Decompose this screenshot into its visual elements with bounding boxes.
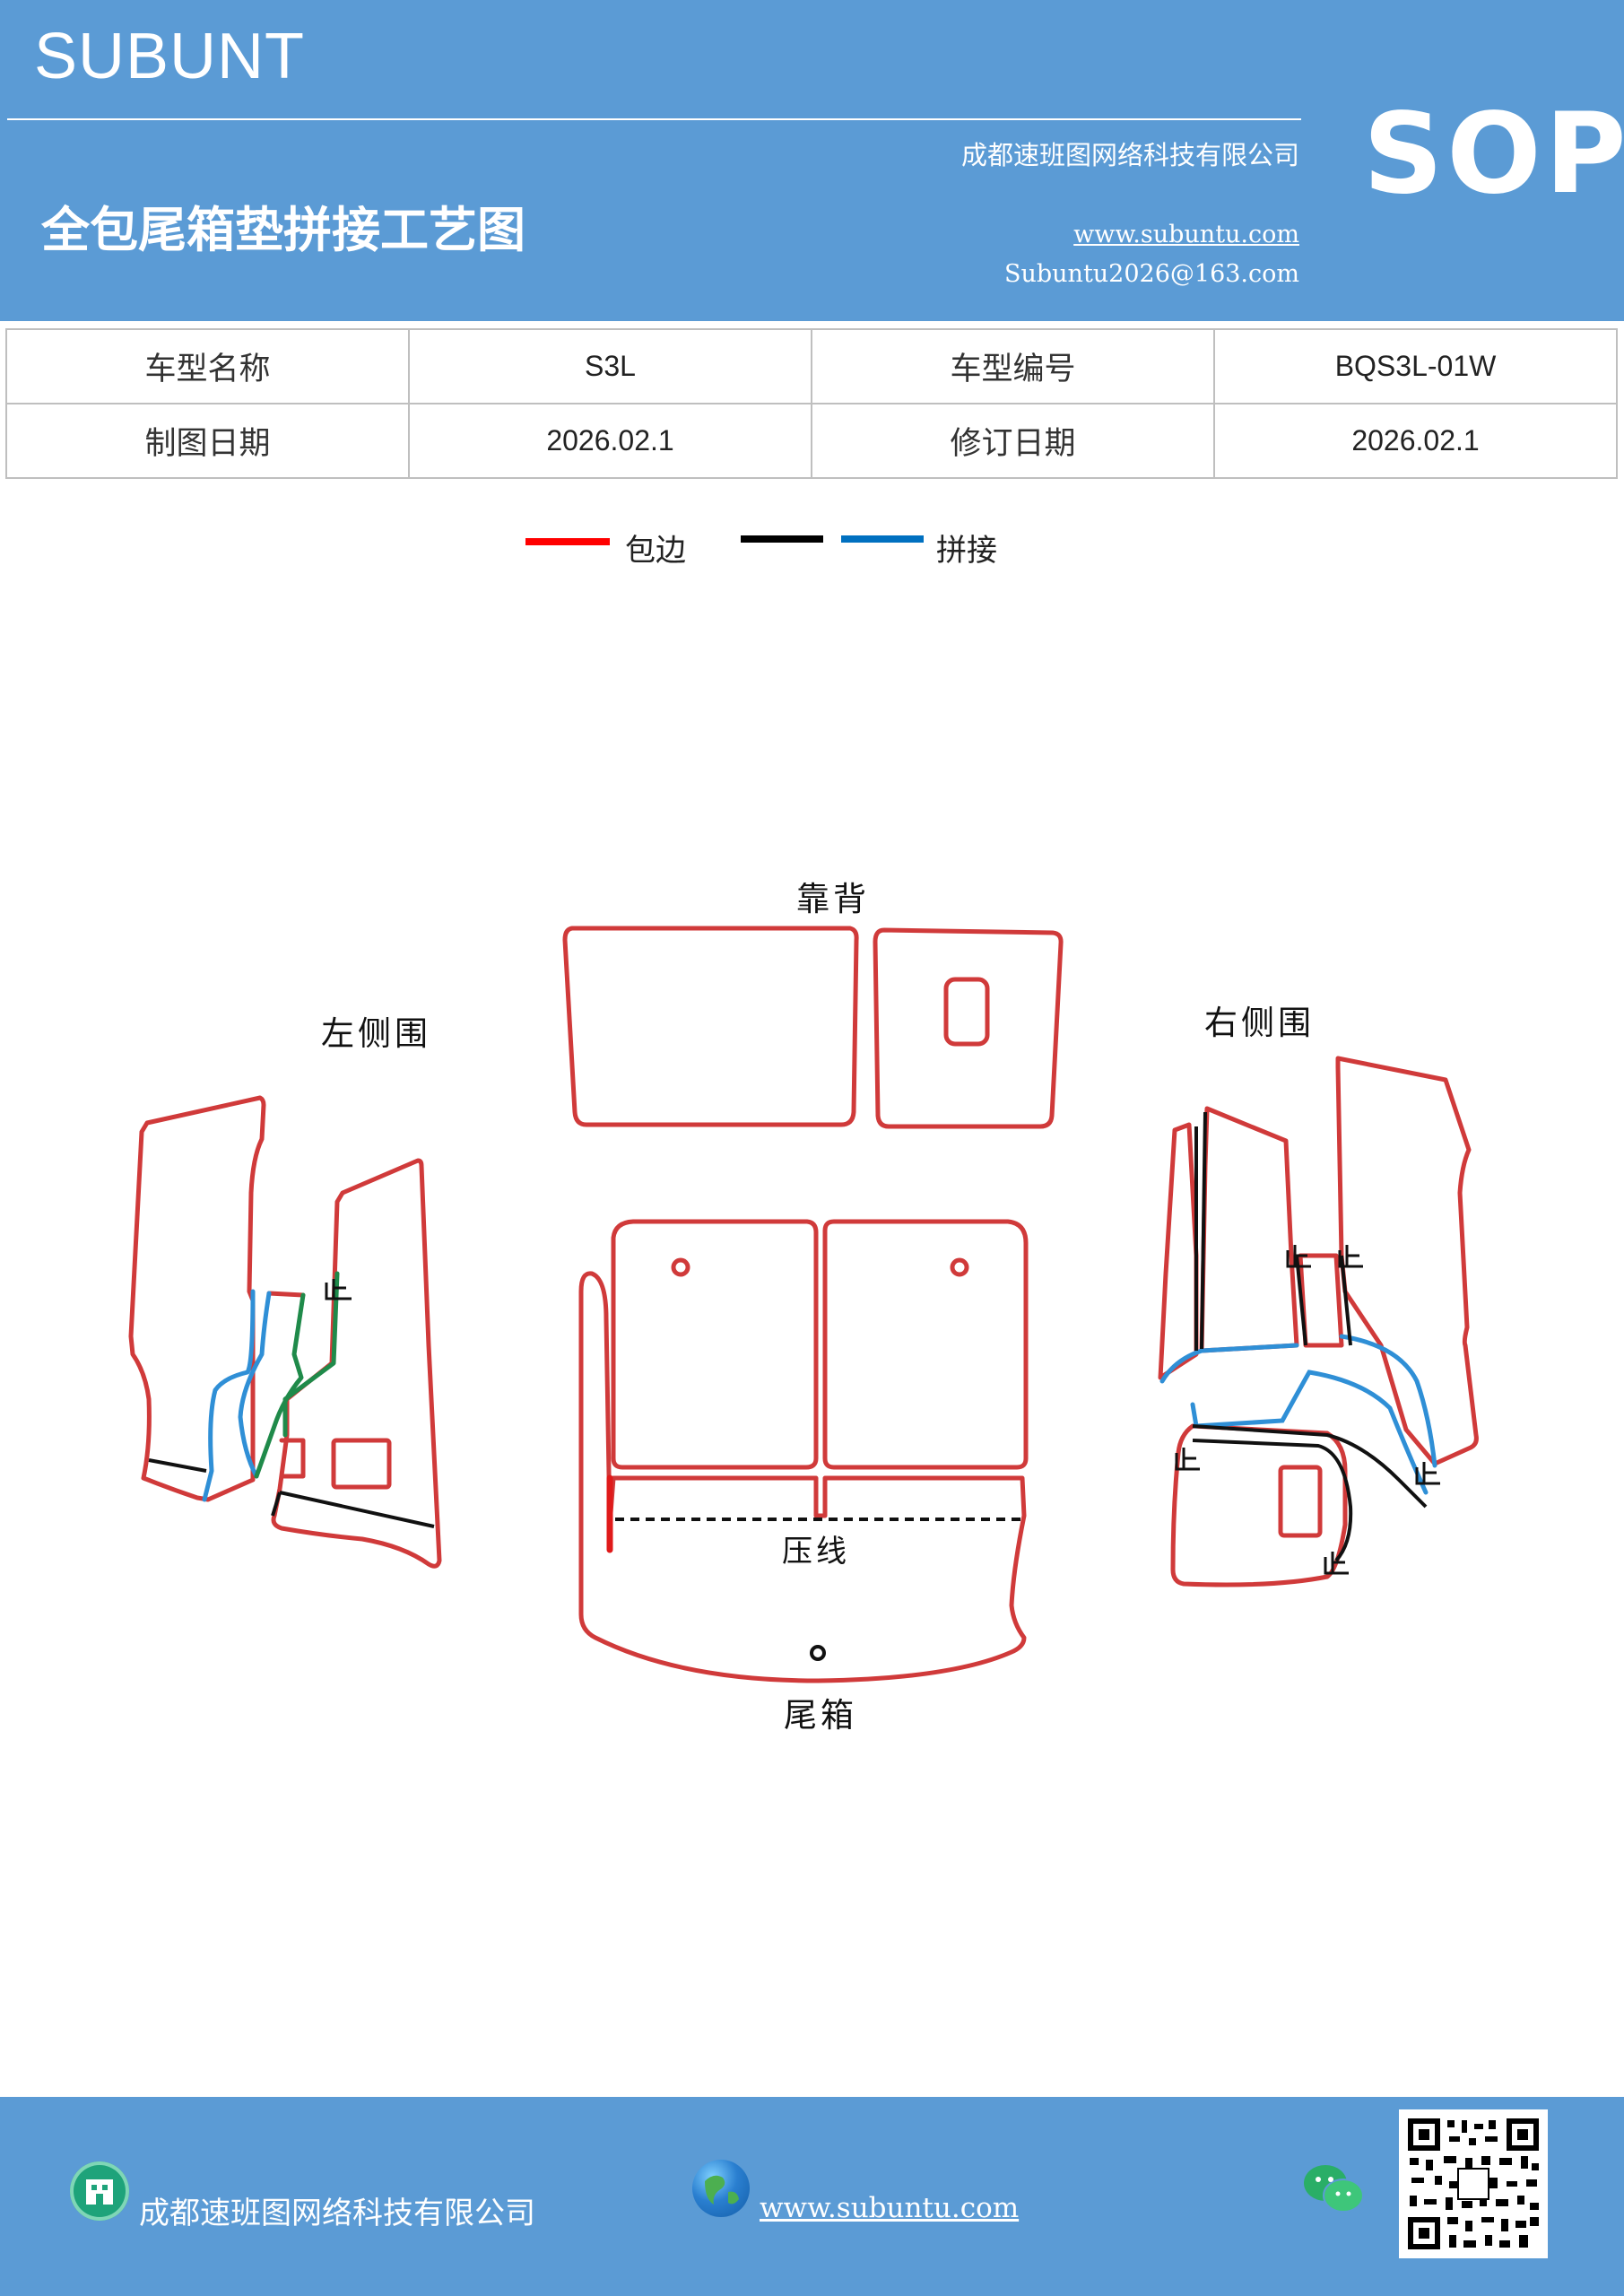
backrest-cutout	[943, 977, 990, 1047]
footer-website-link[interactable]: www.subuntu.com	[760, 2192, 1020, 2224]
backrest-left-piece	[562, 926, 859, 1127]
trunk-main-piece	[578, 1271, 1027, 1683]
header-email: Subuntu2026@163.com	[1004, 260, 1299, 288]
left-panel-black-seam-c	[271, 1492, 282, 1517]
building-icon	[70, 2161, 129, 2221]
right-panel-up-mark-5	[1324, 1552, 1349, 1575]
legend-swatches	[525, 535, 924, 545]
legend-edge-label: 包边	[625, 533, 686, 569]
trunk-label: 尾箱	[784, 1696, 857, 1735]
draw-date-label: 制图日期	[5, 403, 410, 479]
left-panel-cutout	[331, 1438, 392, 1490]
right-panel-middle-piece	[1298, 1253, 1344, 1348]
right-panel-strip-piece	[1158, 1122, 1199, 1380]
qr-code	[1399, 2109, 1548, 2258]
crease-label: 压线	[782, 1534, 850, 1570]
trunk-hole	[810, 1645, 826, 1661]
left-panel-blue-seam-outer	[202, 1289, 256, 1502]
right-panel-up-mark-4	[1415, 1462, 1440, 1485]
sop-badge: SOP	[1363, 90, 1624, 219]
model-code-value: BQS3L-01W	[1213, 328, 1618, 404]
model-code-label: 车型编号	[811, 328, 1215, 404]
left-panel-up-mark	[325, 1279, 352, 1300]
model-name-label: 车型名称	[5, 328, 410, 404]
right-panel-black-seam-d	[1340, 1255, 1352, 1346]
draw-date-value: 2026.02.1	[408, 403, 812, 479]
footer-company: 成都速班图网络科技有限公司	[139, 2196, 535, 2231]
right-panel-blue-seam-a	[1159, 1343, 1299, 1384]
brand-name: SUBUNT	[34, 21, 306, 92]
right-panel-blue-seam-c	[1190, 1370, 1429, 1495]
backrest-right-piece	[873, 927, 1064, 1129]
left-panel-strip-top	[266, 1291, 306, 1298]
right-panel-black-curve-b	[1192, 1439, 1353, 1562]
left-panel-label: 左侧围	[321, 1014, 431, 1053]
left-panel-black-seam-b	[279, 1491, 435, 1528]
right-panel-up-mark-1	[1286, 1245, 1311, 1268]
right-panel-black-seam-b	[1200, 1111, 1207, 1350]
globe-icon	[692, 2160, 750, 2217]
left-panel-green-seam-b	[282, 1271, 340, 1438]
left-panel-outer-piece	[128, 1095, 266, 1502]
info-table: 车型名称 S3L 车型编号 BQS3L-01W 制图日期 2026.02.1 修…	[5, 328, 1618, 479]
floor-hole-right	[950, 1257, 969, 1277]
model-name-value: S3L	[408, 328, 812, 404]
left-panel-small-tab	[279, 1438, 306, 1479]
table-row: 车型名称 S3L 车型编号 BQS3L-01W	[5, 328, 1618, 404]
right-panel-blue-seam-b	[1339, 1334, 1437, 1468]
legend-seam-label: 拼接	[936, 533, 997, 569]
wechat-icon	[1302, 2161, 1365, 2215]
header-company: 成都速班图网络科技有限公司	[960, 140, 1299, 170]
right-panel-up-mark-3	[1175, 1448, 1200, 1471]
revision-date-label: 修订日期	[811, 403, 1215, 479]
revision-date-value: 2026.02.1	[1213, 403, 1618, 479]
trunk-floor-right-piece	[822, 1219, 1029, 1470]
right-panel-black-seam-c	[1295, 1255, 1307, 1346]
trunk-floor-left-piece	[611, 1219, 819, 1470]
right-panel-cutout	[1278, 1465, 1323, 1538]
right-panel-black-curve-a	[1192, 1424, 1428, 1509]
header-divider	[7, 118, 1301, 120]
backrest-label: 靠背	[796, 880, 870, 918]
floor-hole-left	[671, 1257, 690, 1277]
right-panel-up-mark-2	[1338, 1245, 1363, 1268]
header-banner	[0, 0, 1624, 321]
document-title: 全包尾箱垫拼接工艺图	[41, 202, 525, 258]
right-panel-label: 右侧围	[1204, 1004, 1315, 1042]
left-panel-inner-piece	[271, 1158, 442, 1569]
left-panel-blue-seam-inner	[238, 1291, 272, 1479]
left-panel-black-seam-a	[148, 1458, 207, 1473]
header-website-link[interactable]: www.subuntu.com	[1073, 221, 1299, 248]
table-row: 制图日期 2026.02.1 修订日期 2026.02.1	[5, 403, 1618, 479]
right-panel-rear-piece	[1335, 1056, 1479, 1466]
right-panel-front-piece	[1199, 1106, 1299, 1353]
